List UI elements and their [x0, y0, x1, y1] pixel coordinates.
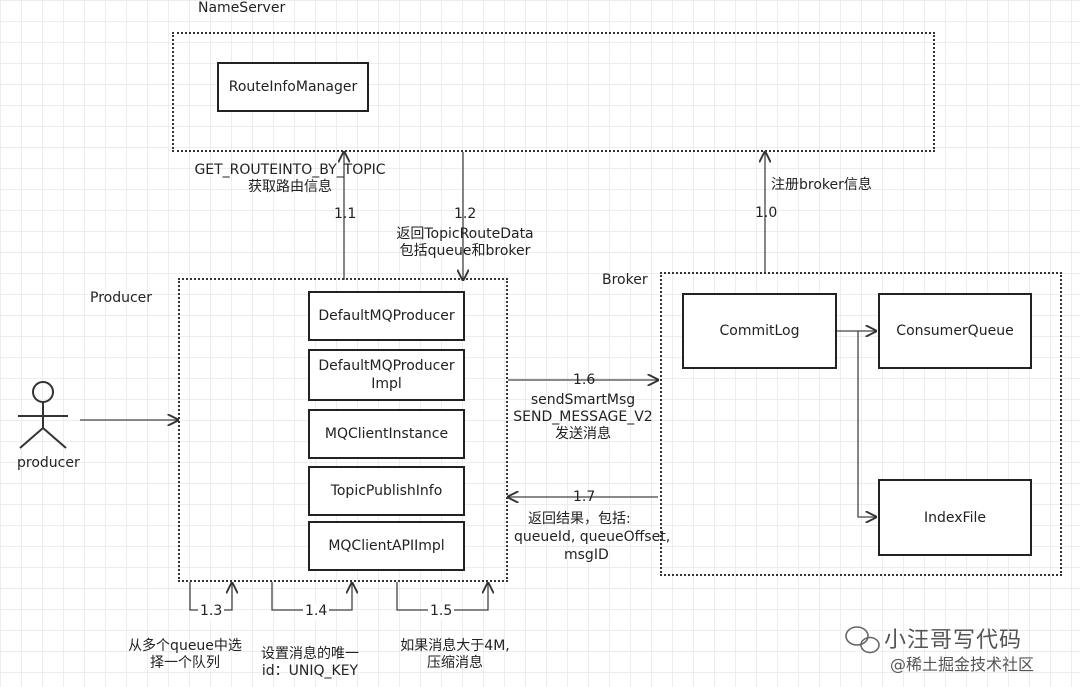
- edge-1-6-number: 1.6: [573, 372, 596, 388]
- edge-1-4-label: 设置消息的唯一 id：UNIQ_KEY: [240, 646, 380, 680]
- edge-1-4-text1: 设置消息的唯一: [261, 646, 359, 662]
- consumer-queue-box: ConsumerQueue: [878, 293, 1032, 369]
- watermark-subtitle: @稀土掘金技术社区: [890, 655, 1035, 674]
- edge-1-7-text3: msgID: [564, 547, 609, 563]
- topic-publish-info-box: TopicPublishInfo: [308, 466, 465, 516]
- broker-title: Broker: [602, 272, 648, 288]
- producer-title: Producer: [90, 290, 153, 306]
- route-info-manager-box: RouteInfoManager: [217, 62, 369, 112]
- edge-1-1-text2: 获取路由信息: [248, 179, 332, 195]
- edge-1-3-number: 1.3: [198, 603, 225, 620]
- nameserver-container: [172, 32, 935, 152]
- edge-1-3-text1: 从多个queue中选: [128, 638, 242, 654]
- edge-1-2-label: 返回TopicRouteData 包括queue和broker: [390, 226, 540, 260]
- edge-1-2-text1: 返回TopicRouteData: [396, 226, 534, 242]
- producer-actor-figure: [18, 381, 68, 449]
- edge-1-7-text1: 返回结果，包括:: [528, 511, 631, 527]
- watermark-title: 小汪哥写代码: [884, 628, 1023, 653]
- edge-1-0-text: 注册broker信息: [771, 177, 872, 193]
- commitlog-to-indexfile-line: [857, 331, 876, 517]
- edge-1-4-text2: id：UNIQ_KEY: [261, 663, 359, 679]
- edge-1-6-text1: sendSmartMsg: [530, 392, 636, 408]
- edge-1-7-number: 1.7: [573, 489, 596, 505]
- edge-1-6-label: sendSmartMsg SEND_MESSAGE_V2 发送消息: [505, 392, 661, 443]
- default-mq-producer-box: DefaultMQProducer: [308, 291, 465, 341]
- edge-1-5-number: 1.5: [428, 603, 455, 620]
- edge-1-1-text1: GET_ROUTEINTO_BY_TOPIC: [194, 162, 386, 178]
- edge-1-7-label: 返回结果，包括: queueId, queueOffset, msgID: [514, 510, 670, 564]
- wechat-icon: [845, 626, 880, 654]
- edge-1-3-text2: 择一个队列: [150, 655, 220, 671]
- mq-client-api-impl-box: MQClientAPIImpl: [308, 521, 465, 571]
- edge-1-2-text2: 包括queue和broker: [399, 243, 531, 259]
- edge-1-1-number: 1.1: [334, 206, 357, 222]
- nameserver-title: NameServer: [198, 0, 286, 16]
- edge-1-4-number: 1.4: [303, 603, 330, 620]
- commit-log-box: CommitLog: [682, 293, 837, 369]
- edge-1-3-label: 从多个queue中选 择一个队列: [110, 638, 260, 672]
- index-file-box: IndexFile: [878, 479, 1032, 556]
- edge-1-5-text1: 如果消息大于4M,: [400, 638, 510, 654]
- producer-actor-label: producer: [17, 455, 80, 471]
- edge-1-5-label: 如果消息大于4M, 压缩消息: [380, 638, 530, 672]
- edge-1-7-text2: queueId, queueOffset,: [514, 529, 671, 545]
- edge-1-5-text2: 压缩消息: [427, 655, 483, 671]
- edge-1-2-number: 1.2: [454, 206, 477, 222]
- broker-container: [660, 272, 1062, 576]
- edge-1-1-label: GET_ROUTEINTO_BY_TOPIC 获取路由信息: [190, 162, 390, 196]
- edge-1-6-text2: SEND_MESSAGE_V2: [513, 409, 653, 425]
- edge-1-0-number: 1.0: [755, 205, 778, 221]
- mq-client-instance-box: MQClientInstance: [308, 409, 465, 459]
- edge-1-6-text3: 发送消息: [555, 426, 611, 442]
- default-mq-producer-impl-box: DefaultMQProducer Impl: [308, 349, 465, 401]
- producer-container: [178, 278, 508, 582]
